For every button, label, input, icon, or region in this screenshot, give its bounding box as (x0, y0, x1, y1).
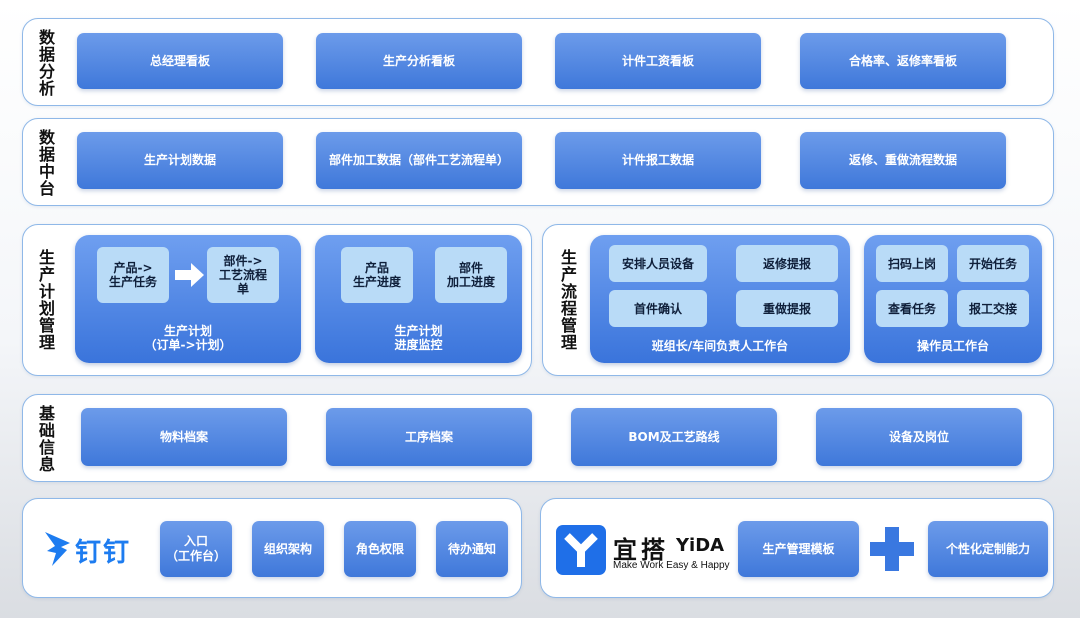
yida-logo-en: YiDA (676, 535, 725, 556)
analysis-panel: 数 据 分 析 总经理看板 生产分析看板 计件工资看板 合格率、返修率看板 (22, 18, 1054, 106)
equipment-post-button[interactable]: 设备及岗位 (816, 408, 1022, 466)
handover-chip[interactable]: 报工交接 (957, 290, 1029, 327)
pass-rate-button[interactable]: 合格率、返修率看板 (800, 33, 1006, 89)
basic-panel: 基 础 信 息 物料档案 工序档案 BOM及工艺路线 设备及岗位 (22, 394, 1054, 482)
view-task-chip[interactable]: 查看任务 (876, 290, 948, 327)
plus-icon (870, 527, 914, 571)
rework-report-chip[interactable]: 返修提报 (736, 245, 838, 282)
bom-route-button[interactable]: BOM及工艺路线 (571, 408, 777, 466)
yida-panel: 宜搭 YiDA Make Work Easy & Happy 生产管理模板 个性… (540, 498, 1054, 598)
part-process-chip[interactable]: 部件-> 工艺流程 单 (207, 247, 279, 303)
dingtalk-logo-icon (45, 532, 70, 566)
role-permission-button[interactable]: 角色权限 (344, 521, 416, 577)
scan-login-chip[interactable]: 扫码上岗 (876, 245, 948, 282)
entry-workbench-button[interactable]: 入口 （工作台） (160, 521, 232, 577)
part-progress-chip[interactable]: 部件 加工进度 (435, 247, 507, 303)
gm-dashboard-button[interactable]: 总经理看板 (77, 33, 283, 89)
yida-slogan: Make Work Easy & Happy (613, 560, 730, 571)
flow-label: 生 产 流 程 管 理 (560, 248, 577, 352)
yida-logo-cn: 宜搭 (613, 536, 669, 564)
flow-panel: 生 产 流 程 管 理 安排人员设备 返修提报 首件确认 重做提报 班组长/车间… (542, 224, 1054, 376)
datacenter-label: 数 据 中 台 (38, 128, 55, 198)
progress-monitor-group[interactable]: 产品 生产进度 部件 加工进度 生产计划 进度监控 (315, 235, 522, 363)
operator-workbench-group[interactable]: 扫码上岗 开始任务 查看任务 报工交接 操作员工作台 (864, 235, 1042, 363)
dingtalk-logo-text: 钉钉 (75, 538, 132, 568)
process-archive-button[interactable]: 工序档案 (326, 408, 532, 466)
start-task-chip[interactable]: 开始任务 (957, 245, 1029, 282)
plan-panel: 生 产 计 划 管 理 产品-> 生产任务 部件-> 工艺流程 单 生产计划 （… (22, 224, 532, 376)
progress-monitor-caption: 生产计划 进度监控 (394, 324, 443, 352)
team-leader-workbench-group[interactable]: 安排人员设备 返修提报 首件确认 重做提报 班组长/车间负责人工作台 (590, 235, 850, 363)
rework-data-button[interactable]: 返修、重做流程数据 (800, 132, 1006, 189)
basic-label: 基 础 信 息 (38, 404, 55, 474)
piece-wage-button[interactable]: 计件工资看板 (555, 33, 761, 89)
product-progress-chip[interactable]: 产品 生产进度 (341, 247, 413, 303)
todo-notice-button[interactable]: 待办通知 (436, 521, 508, 577)
production-template-button[interactable]: 生产管理模板 (738, 521, 859, 577)
plan-data-button[interactable]: 生产计划数据 (77, 132, 283, 189)
redo-report-chip[interactable]: 重做提报 (736, 290, 838, 327)
org-structure-button[interactable]: 组织架构 (252, 521, 324, 577)
datacenter-panel: 数 据 中 台 生产计划数据 部件加工数据（部件工艺流程单） 计件报工数据 返修… (22, 118, 1054, 206)
dingtalk-panel: 钉钉 入口 （工作台） 组织架构 角色权限 待办通知 (22, 498, 522, 598)
team-leader-caption: 班组长/车间负责人工作台 (651, 339, 789, 353)
first-article-chip[interactable]: 首件确认 (609, 290, 707, 327)
operator-caption: 操作员工作台 (916, 339, 989, 353)
material-archive-button[interactable]: 物料档案 (81, 408, 287, 466)
plan-label: 生 产 计 划 管 理 (38, 248, 55, 352)
piece-report-data-button[interactable]: 计件报工数据 (555, 132, 761, 189)
part-process-data-button[interactable]: 部件加工数据（部件工艺流程单） (316, 132, 522, 189)
custom-capability-button[interactable]: 个性化定制能力 (928, 521, 1048, 577)
analysis-label: 数 据 分 析 (38, 28, 55, 98)
yida-logo-icon (556, 525, 606, 575)
production-plan-group[interactable]: 产品-> 生产任务 部件-> 工艺流程 单 生产计划 （订单->计划） (75, 235, 301, 363)
assign-staff-chip[interactable]: 安排人员设备 (609, 245, 707, 282)
product-task-chip[interactable]: 产品-> 生产任务 (97, 247, 169, 303)
right-arrow-icon (175, 263, 204, 287)
production-analysis-button[interactable]: 生产分析看板 (316, 33, 522, 89)
production-plan-caption: 生产计划 （订单->计划） (144, 324, 232, 352)
